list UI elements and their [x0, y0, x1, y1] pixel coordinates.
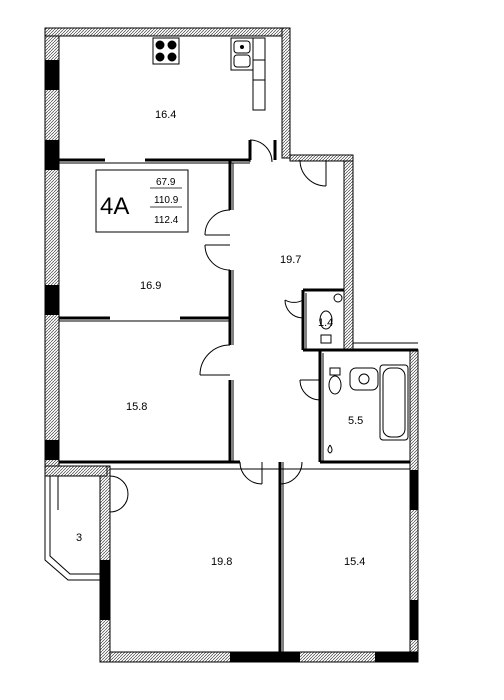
- room-label-wc: 1.4: [318, 317, 333, 329]
- room-label-balcony: 3: [76, 532, 82, 544]
- room-label-bathroom: 5.5: [348, 415, 363, 427]
- room-label-kitchen: 16.4: [155, 109, 176, 121]
- bathroom-fixtures: [327, 364, 409, 454]
- area-value-3: 112.4: [154, 215, 179, 226]
- area-value-1: 67.9: [156, 177, 176, 188]
- area-value-2: 110.9: [154, 195, 179, 206]
- windows: [45, 60, 418, 662]
- kitchen-fixtures: [152, 37, 266, 111]
- balcony: [44, 476, 107, 581]
- wc-fixtures: [319, 293, 343, 344]
- interior-walls: [59, 140, 418, 652]
- room-label-hall: 19.7: [280, 254, 301, 266]
- room-label-bedroom-top: 16.9: [140, 280, 161, 292]
- detail-lines: [59, 162, 418, 652]
- room-label-living-right: 15.4: [344, 556, 365, 568]
- apartment-code: 4A: [100, 193, 129, 220]
- room-label-bedroom-mid: 15.8: [126, 401, 147, 413]
- apartment-info-box: 4A 67.9 110.9 112.4: [95, 169, 189, 233]
- doors: [109, 139, 327, 513]
- room-label-living-left: 19.8: [211, 556, 232, 568]
